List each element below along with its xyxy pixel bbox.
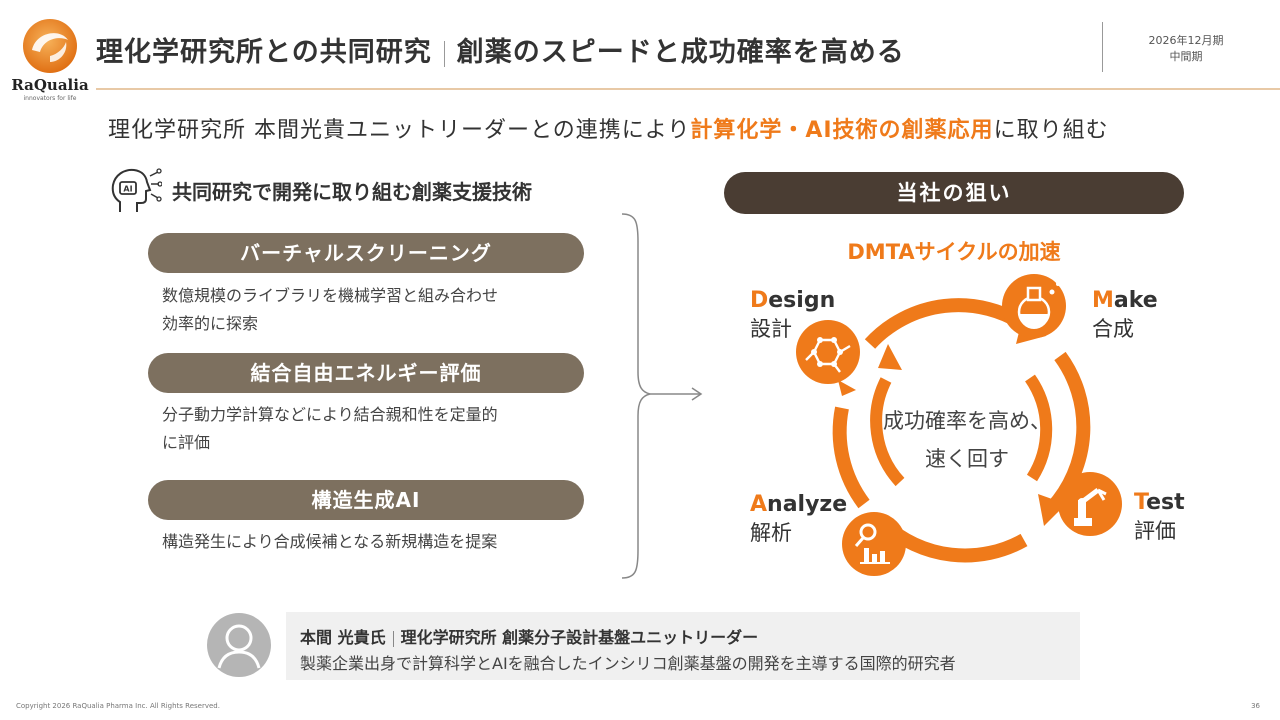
stage-rest: esign: [768, 288, 836, 313]
title-left: 理化学研究所との共同研究: [96, 37, 432, 68]
stage-test: Test 評価: [1134, 490, 1185, 545]
desc-line: 数億規模のライブラリを機械学習と組み合わせ: [162, 286, 499, 305]
stage-rest: est: [1146, 490, 1185, 515]
lead-text-after: に取り組む: [993, 118, 1109, 143]
logo-tagline: innovators for life: [23, 95, 77, 102]
aim-banner: 当社の狙い: [724, 172, 1184, 214]
avatar: [207, 613, 271, 677]
stage-ja: 合成: [1092, 317, 1134, 341]
desc-line: 効率的に探索: [162, 314, 259, 333]
title-separator: [443, 40, 445, 67]
copyright: Copyright 2026 RaQualia Pharma Inc. All …: [16, 702, 220, 710]
cycle-center-text: 成功確率を高め、 速く回す: [844, 402, 1090, 478]
stage-rest: ake: [1113, 288, 1158, 313]
period-year: 2026年12月期: [1148, 34, 1224, 47]
page-title: 理化学研究所との共同研究創薬のスピードと成功確率を高める: [96, 30, 905, 69]
tech-pill-binding-free-energy: 結合自由エネルギー評価: [148, 353, 584, 393]
stage-cap: T: [1134, 490, 1147, 515]
period-label: 中間期: [1169, 50, 1203, 63]
logo-mark-icon: [23, 19, 77, 73]
name-separator: [392, 630, 394, 647]
tech-pill-virtual-screening: バーチャルスクリーニング: [148, 233, 584, 273]
analysis-icon: [842, 512, 906, 576]
tech-desc-generative-ai: 構造発生により合成候補となる新規構造を提案: [162, 532, 498, 551]
robot-arm-icon: [1058, 472, 1122, 536]
ai-head-icon: AI: [110, 166, 163, 216]
arc-analyze-to-design: [832, 406, 870, 509]
tech-desc-binding-free-energy: 分子動力学計算などにより結合親和性を定量的 に評価: [162, 401, 498, 457]
stage-make: Make 合成: [1092, 288, 1158, 343]
stage-analyze: Analyze 解析: [750, 492, 847, 547]
desc-line: に評価: [162, 433, 211, 452]
researcher-description: 製薬企業出身で計算科学とAIを融合したインシリコ創薬基盤の開発を主導する国際的研…: [300, 654, 956, 673]
stage-cap: A: [750, 492, 768, 517]
stage-rest: nalyze: [767, 492, 848, 517]
brace-arrow: [621, 213, 703, 579]
page-number: 36: [1251, 702, 1260, 710]
researcher-heading: 本間 光貴氏理化学研究所 創薬分子設計基盤ユニットリーダー: [300, 624, 758, 648]
stage-ja: 評価: [1134, 519, 1176, 543]
stage-ja: 設計: [750, 317, 792, 341]
stage-cap: M: [1092, 288, 1114, 313]
fiscal-period: 2026年12月期 中間期: [1110, 33, 1262, 65]
lead-text-before: 理化学研究所 本間光貴ユニットリーダーとの連携により: [108, 118, 691, 143]
flask-icon: [1002, 274, 1066, 338]
stage-cap: D: [750, 288, 769, 313]
inner-arc-right: [1024, 374, 1053, 482]
ai-icon-label: AI: [123, 185, 132, 194]
lead-statement: 理化学研究所 本間光貴ユニットリーダーとの連携により計算化学・AI技術の創薬応用…: [108, 112, 1109, 144]
title-right: 創薬のスピードと成功確率を高める: [456, 37, 905, 68]
desc-line: 分子動力学計算などにより結合親和性を定量的: [162, 405, 498, 424]
stage-ja: 解析: [750, 521, 792, 545]
tech-pill-generative-ai: 構造生成AI: [148, 480, 584, 520]
dmta-title: DMTAサイクルの加速: [847, 240, 1061, 264]
lead-highlight: 計算化学・AI技術の創薬応用: [690, 118, 994, 143]
header-divider: [1102, 22, 1103, 72]
tech-desc-virtual-screening: 数億規模のライブラリを機械学習と組み合わせ 効率的に探索: [162, 282, 498, 338]
tech-heading: 共同研究で開発に取り組む創薬支援技術: [172, 180, 532, 204]
researcher-name: 本間 光貴氏: [300, 628, 386, 647]
arrowhead-design: [838, 380, 856, 396]
center-line: 速く回す: [925, 447, 1009, 471]
logo-text: RaQualia: [11, 76, 89, 94]
header-rule: [96, 88, 1280, 90]
center-line: 成功確率を高め、: [883, 409, 1051, 433]
molecule-icon: [796, 320, 860, 384]
arrowhead-inner-left: [878, 344, 902, 370]
researcher-card: [286, 612, 1080, 680]
company-logo: [10, 16, 90, 108]
researcher-title: 理化学研究所 創薬分子設計基盤ユニットリーダー: [400, 628, 759, 647]
dmta-cycle: [796, 274, 1122, 576]
inner-arc-left: [870, 377, 905, 487]
stage-design: Design 設計: [750, 288, 835, 343]
